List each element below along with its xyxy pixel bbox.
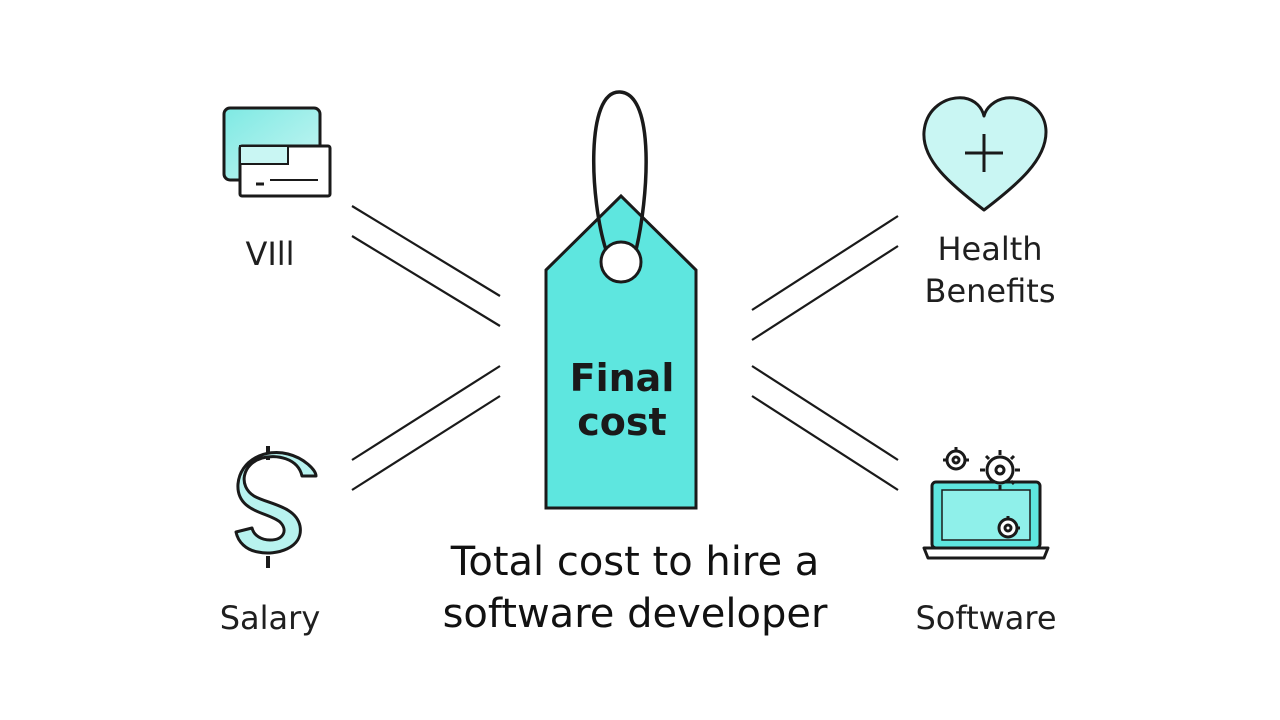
connector-line bbox=[351, 205, 501, 297]
price-tag-string bbox=[591, 90, 648, 251]
price-tag-body bbox=[544, 193, 698, 510]
connector-line bbox=[351, 395, 501, 491]
connector-line bbox=[751, 365, 899, 461]
price-tag-label-line1: Final bbox=[569, 356, 675, 400]
heart-plus-icon bbox=[922, 96, 1048, 212]
dollar-icon bbox=[234, 446, 318, 568]
factor-label-salary: Salary bbox=[219, 599, 321, 637]
price-tag-label-line2: cost bbox=[577, 400, 667, 444]
connector-line bbox=[351, 365, 501, 461]
connector-line bbox=[751, 215, 899, 311]
price-tag-hole bbox=[599, 240, 643, 284]
connector-line bbox=[751, 245, 899, 341]
connector-line bbox=[351, 235, 501, 327]
factor-label-health-line1: Health bbox=[937, 230, 1043, 268]
factor-label-health-line2: Benefits bbox=[924, 272, 1056, 310]
factor-label-top-left: VIll bbox=[245, 235, 295, 273]
laptop-gears-icon bbox=[922, 447, 1050, 560]
price-tag bbox=[544, 90, 698, 510]
monitor-card-icon bbox=[222, 106, 332, 198]
caption-line1: Total cost to hire a bbox=[450, 539, 820, 585]
factor-label-health-benefits: Health Benefits bbox=[900, 228, 1080, 312]
factor-label-software: Software bbox=[915, 599, 1057, 637]
price-tag-label: Final cost bbox=[548, 356, 696, 444]
connector-lines-right bbox=[751, 215, 899, 491]
caption-line2: software developer bbox=[442, 591, 828, 637]
connector-line bbox=[751, 395, 899, 491]
connector-lines-left bbox=[351, 205, 501, 491]
diagram-caption: Total cost to hire a software developer bbox=[380, 536, 890, 640]
